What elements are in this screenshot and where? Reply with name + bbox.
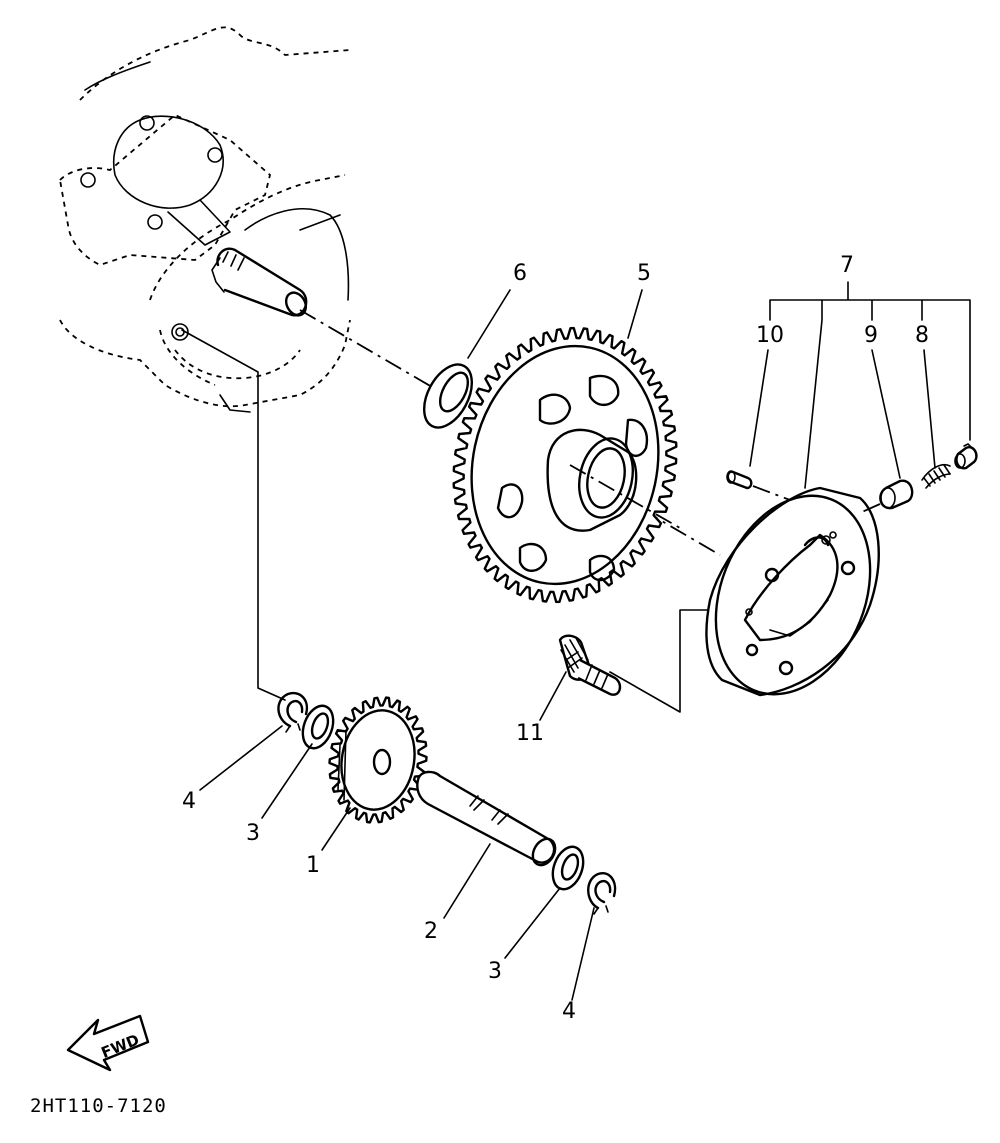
callout-4-lower: 4 [562,999,576,1024]
callout-6: 6 [513,261,527,286]
callout-3-upper: 3 [246,821,260,846]
callout-8: 8 [915,323,929,348]
engine-crankcase [59,26,351,413]
part-1-idler-gear [328,696,428,824]
callout-5: 5 [637,261,651,286]
part-4-circlip-lower [587,872,617,915]
part-11-bolt [558,634,622,696]
callout-2: 2 [424,919,438,944]
callout-4-upper: 4 [182,789,196,814]
part-10-pin [726,470,791,501]
part-9-roller [861,479,914,513]
callout-labels: 6 5 7 10 9 8 11 4 3 1 2 3 4 [182,253,929,1024]
callout-3-lower: 3 [488,959,502,984]
part-7-clutch-housing [705,486,880,697]
leader-lines [199,281,971,1001]
callout-1: 1 [306,853,320,878]
part-2-shaft [416,770,557,867]
part-4-circlip-upper [277,691,309,733]
crankshaft-end [211,247,308,317]
part-7-cap [954,443,978,470]
part-6-washer [422,363,474,429]
part-5-starter-wheel-gear [452,326,681,604]
callout-11: 11 [516,721,544,746]
fwd-direction-arrow: FWD [66,1014,150,1072]
part-8-spring [921,464,951,489]
callout-7: 7 [840,253,854,278]
callout-9: 9 [864,323,878,348]
drawing-code: 2HT110-7120 [30,1095,167,1117]
callout-10: 10 [756,323,784,348]
